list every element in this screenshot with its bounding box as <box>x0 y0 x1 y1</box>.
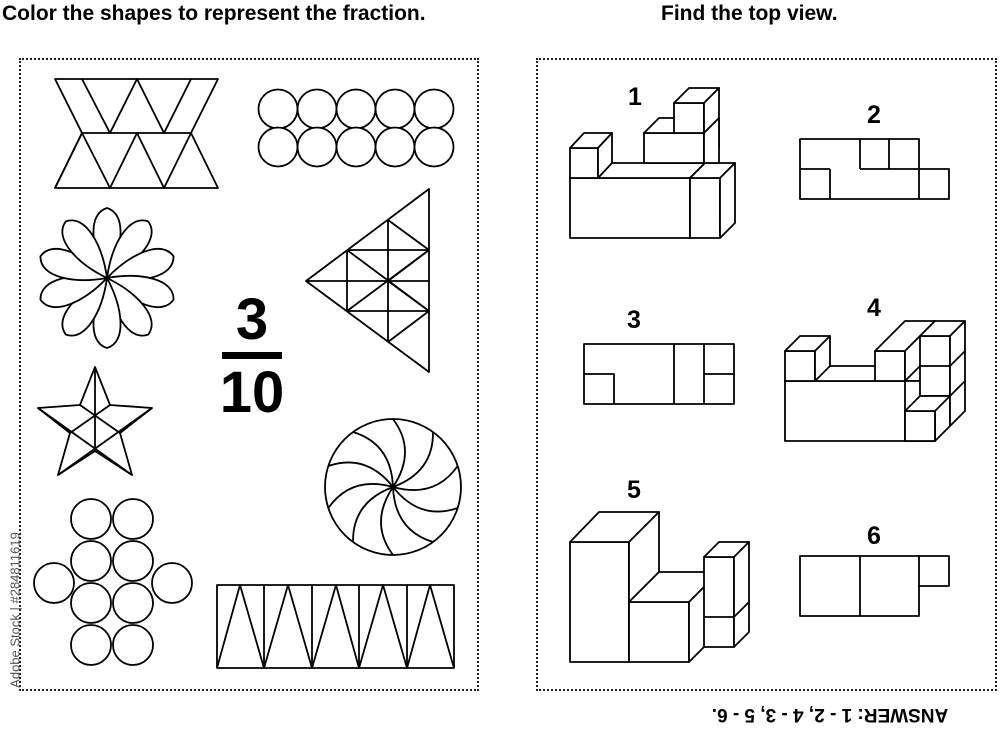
block-figure-1 <box>569 87 736 239</box>
stock-id-watermark: Adobe Stock | #284811619 <box>4 495 26 725</box>
top-view-panel <box>536 58 997 691</box>
block-figure-5 <box>569 511 750 663</box>
figure-number-6: 6 <box>867 522 881 550</box>
stock-id-text: Adobe Stock | #284811619 <box>7 532 23 688</box>
fraction-bar <box>222 352 282 359</box>
figure-number-4: 4 <box>867 294 881 322</box>
fraction-denominator: 10 <box>219 360 285 425</box>
fraction-panel <box>19 58 479 691</box>
fraction-numerator: 3 <box>235 287 269 352</box>
right-task-title: Find the top view. <box>661 2 838 25</box>
swirl-circle-shape <box>324 418 462 556</box>
flower-shape <box>39 207 175 349</box>
figure-number-2: 2 <box>867 101 881 129</box>
circles-cluster-shape <box>33 498 193 666</box>
triangle-strip-shape <box>216 584 455 669</box>
top-view-3 <box>583 343 735 405</box>
left-task-title: Color the shapes to represent the fracti… <box>2 2 426 25</box>
fraction-label: 3 10 <box>204 290 300 423</box>
figure-number-1: 1 <box>628 83 642 111</box>
figure-number-3: 3 <box>627 306 641 334</box>
figure-number-5: 5 <box>627 476 641 504</box>
star-shape <box>37 366 153 476</box>
block-figure-4 <box>784 320 966 442</box>
circles-grid-shape <box>257 88 455 168</box>
subdivided-triangle-shape <box>305 188 430 373</box>
answer-text: ANSWER: 1 - 2, 4 - 3, 5 - 6. <box>711 704 949 725</box>
triangle-trapezoid-shape <box>54 78 219 189</box>
top-view-2 <box>799 138 950 200</box>
top-view-6 <box>799 555 950 617</box>
